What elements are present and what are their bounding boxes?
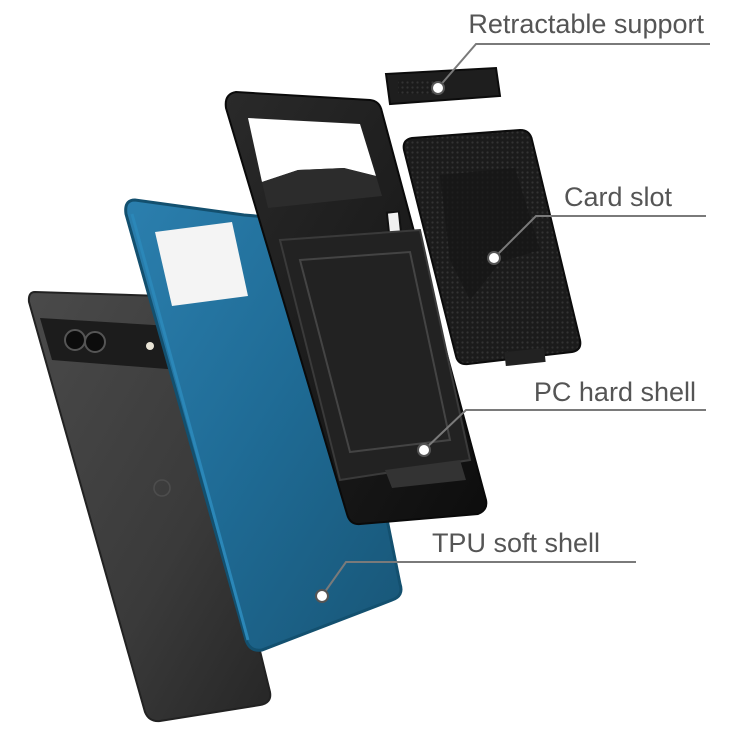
callout-tpu-soft-shell: TPU soft shell: [315, 528, 636, 603]
callout-label-pc-hard-shell: PC hard shell: [534, 377, 696, 407]
pc-hard-shell-illustration: [224, 90, 488, 526]
phone-illustration: [27, 290, 272, 723]
callout-label-card-slot: Card slot: [564, 182, 673, 212]
callout-card-slot: Card slot: [487, 182, 706, 265]
callout-retractable-support: Retractable support: [431, 9, 710, 95]
card-slot-illustration: [402, 128, 582, 367]
callout-label-tpu-soft-shell: TPU soft shell: [432, 528, 600, 558]
callout-pc-hard-shell: PC hard shell: [417, 377, 706, 457]
callout-label-retractable-support: Retractable support: [468, 9, 704, 39]
